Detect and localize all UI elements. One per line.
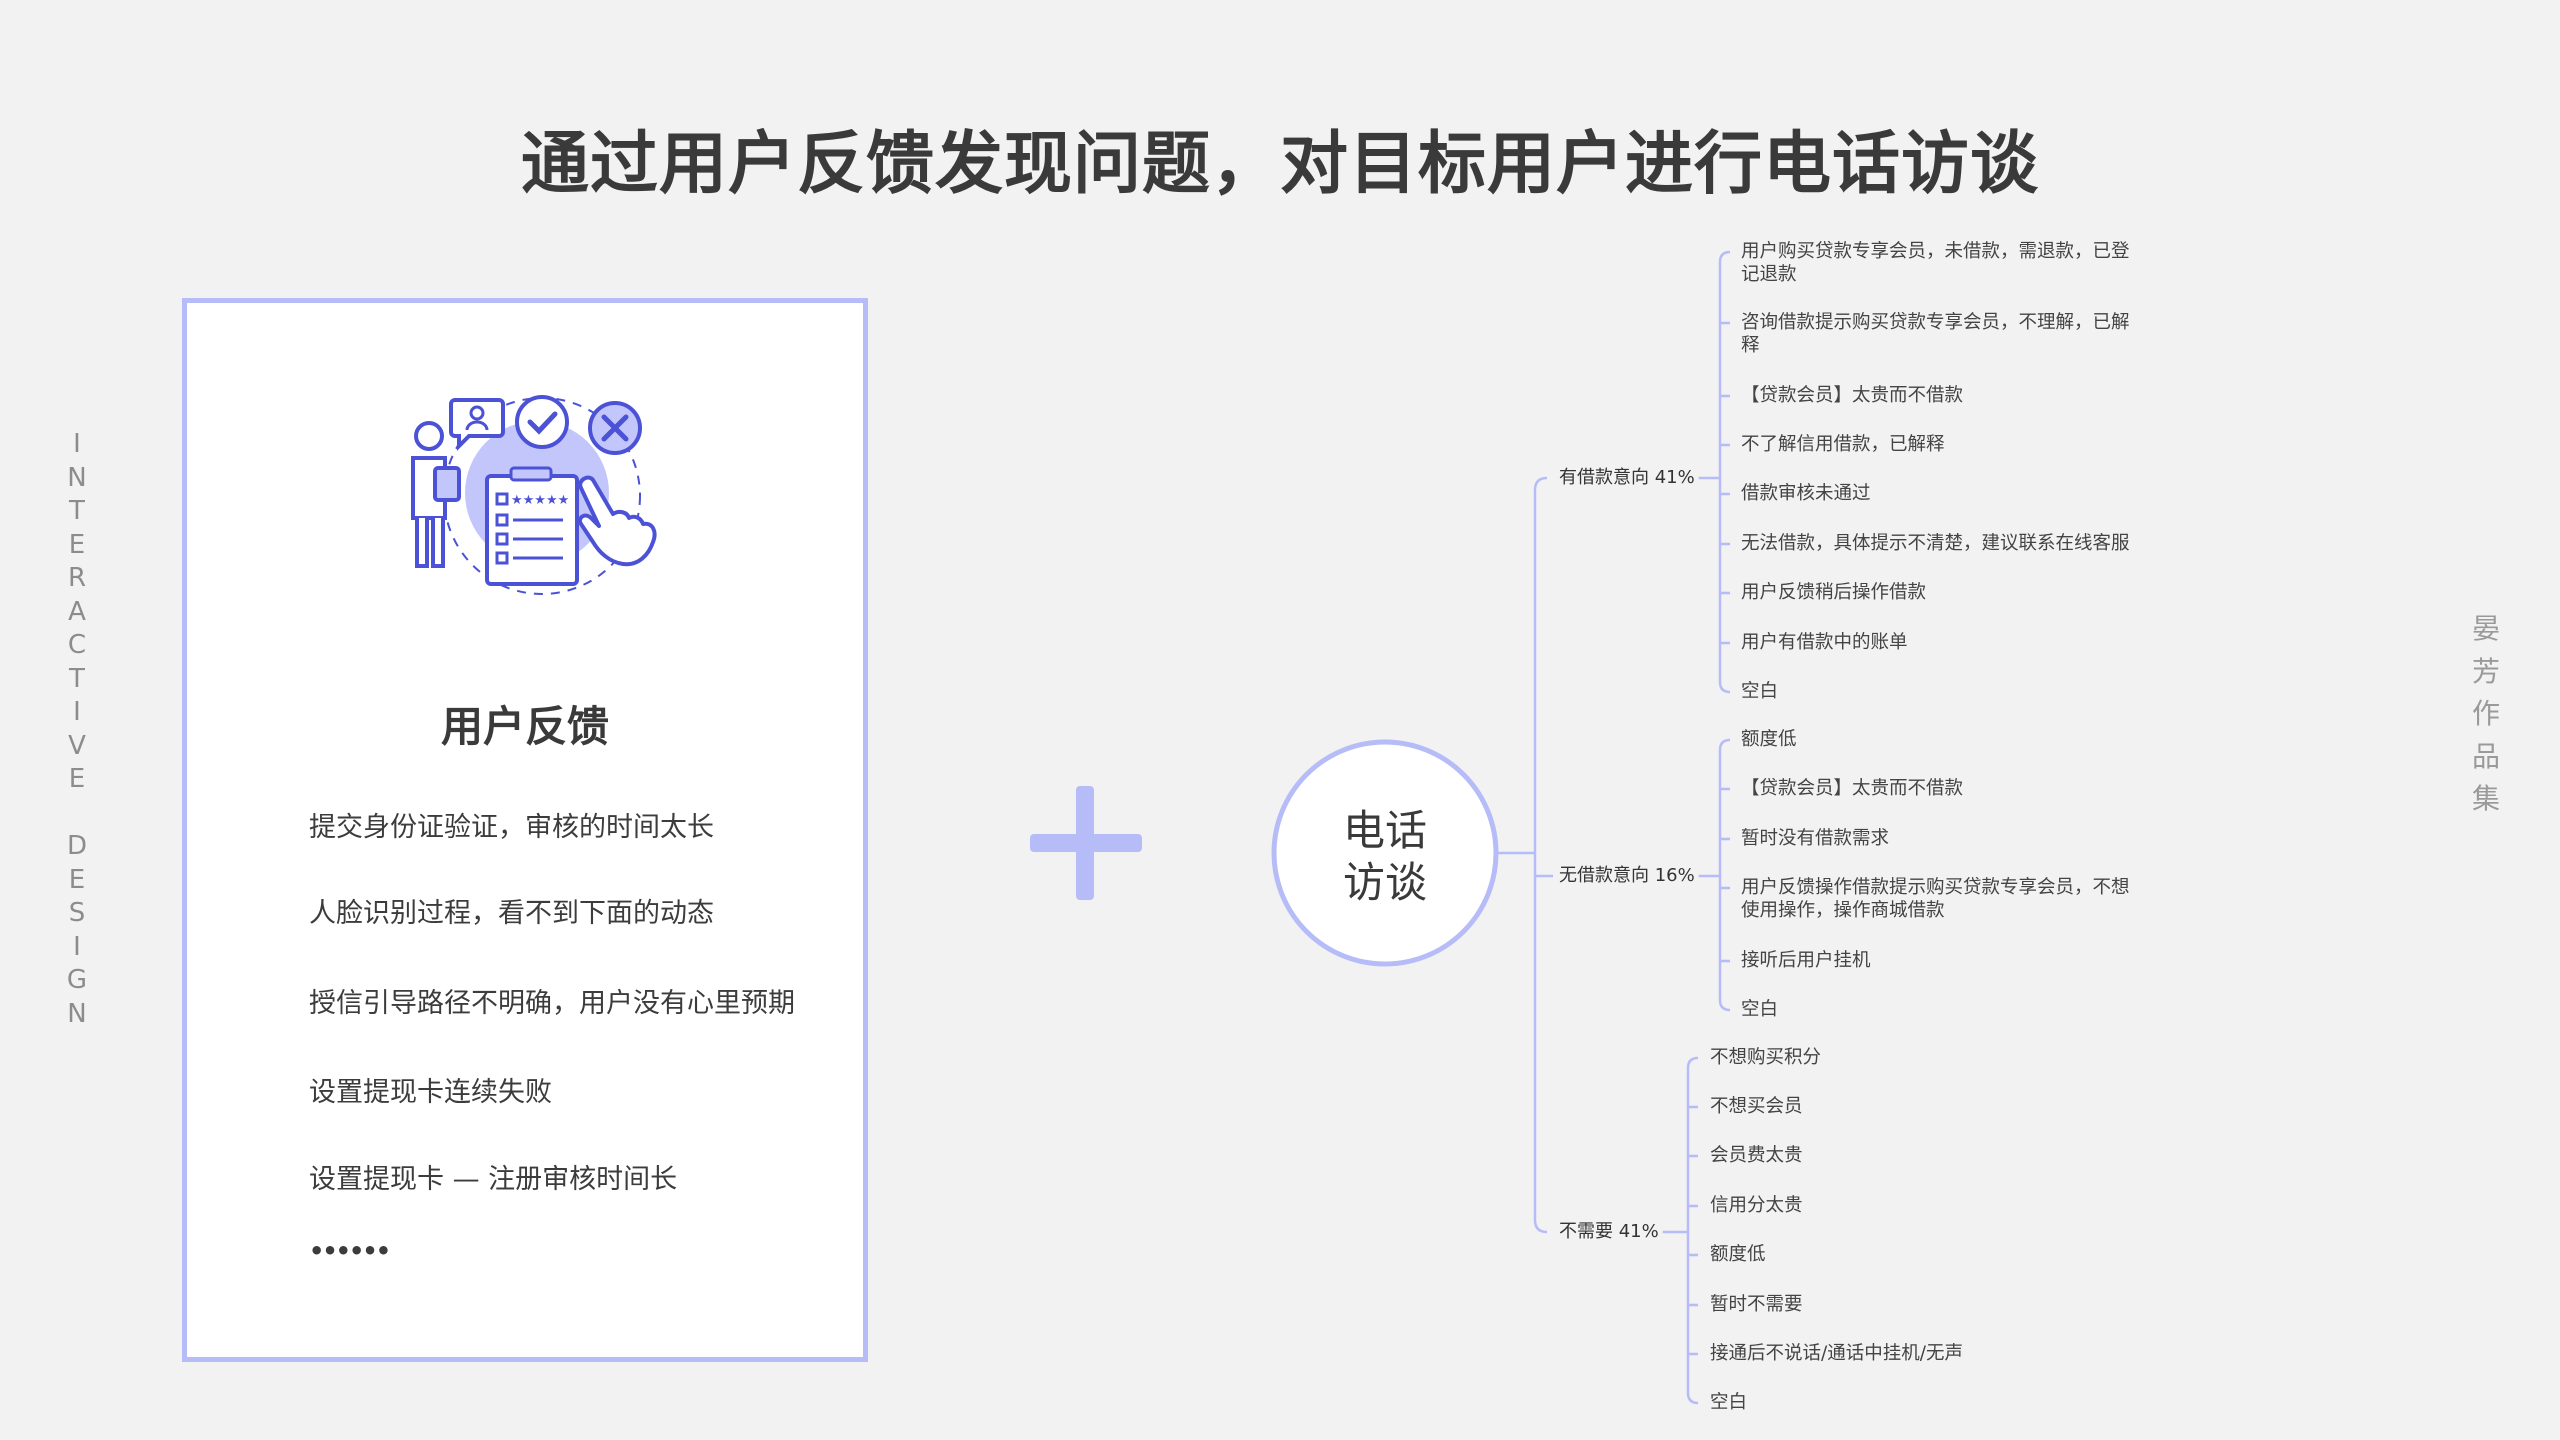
author-signature: 晏芳作品集 bbox=[2468, 608, 2504, 821]
center-node: 电话 访谈 bbox=[1273, 745, 1497, 969]
side-vertical-char: I bbox=[73, 931, 81, 962]
feedback-item: 授信引导路径不明确，用户没有心里预期 bbox=[309, 988, 795, 1019]
card-title: 用户反馈 bbox=[440, 702, 609, 751]
mindmap-leaf: 空白 bbox=[1710, 1392, 1748, 1413]
mindmap-leaf: 【贷款会员】太贵而不借款 bbox=[1741, 385, 1964, 406]
plus-icon bbox=[1030, 786, 1142, 900]
mindmap-leaf: 不了解信用借款，已解释 bbox=[1741, 434, 1945, 455]
center-node-line-2: 访谈 bbox=[1342, 858, 1427, 907]
feedback-illustration-icon: ★★★★★ bbox=[411, 395, 657, 595]
mindmap-leaf: 会员费太贵 bbox=[1710, 1145, 1803, 1166]
center-node-circle bbox=[1271, 739, 1499, 967]
side-vertical-char: E bbox=[68, 529, 86, 560]
feedback-item: 人脸识别过程，看不到下面的动态 bbox=[309, 898, 714, 929]
side-vertical-char: T bbox=[69, 663, 85, 694]
mindmap-branch-label: 有借款意向 41% bbox=[1559, 467, 1695, 488]
mindmap-connector bbox=[1533, 476, 1548, 1234]
author-char: 芳 bbox=[2471, 654, 2500, 688]
feedback-item-ellipsis: •••••• bbox=[309, 1237, 391, 1265]
side-vertical-char: S bbox=[68, 898, 86, 928]
mindmap-leaf: 咨询借款提示购买贷款专享会员，不理解，已解释 bbox=[1741, 312, 2130, 356]
mindmap-leaf: 无法借款，具体提示不清楚，建议联系在线客服 bbox=[1741, 533, 2130, 554]
side-vertical-char: N bbox=[67, 462, 87, 493]
mindmap-connector bbox=[1718, 250, 1731, 694]
mindmap-leaf: 【贷款会员】太贵而不借款 bbox=[1741, 778, 1964, 799]
mindmap-connector bbox=[1718, 738, 1731, 1012]
mindmap-leaf: 用户购买贷款专享会员，未借款，需退款，已登记退款 bbox=[1741, 241, 2130, 285]
mindmap-leaf: 暂时没有借款需求 bbox=[1741, 828, 1890, 849]
author-char: 集 bbox=[2471, 782, 2500, 815]
author-char: 作 bbox=[2471, 697, 2500, 730]
mindmap-leaf: 借款审核未通过 bbox=[1741, 483, 1871, 504]
mindmap-leaf: 用户有借款中的账单 bbox=[1741, 632, 1908, 653]
mindmap-leaf: 空白 bbox=[1741, 999, 1779, 1020]
side-vertical-char: I bbox=[73, 697, 81, 727]
author-char: 晏 bbox=[2471, 612, 2500, 645]
mindmap-leaf: 接通后不说话/通话中挂机/无声 bbox=[1710, 1343, 1963, 1364]
mindmap-branch-label: 无借款意向 16% bbox=[1559, 865, 1695, 886]
side-vertical-char: T bbox=[69, 496, 85, 526]
mindmap-leaf: 额度低 bbox=[1741, 729, 1797, 750]
mindmap-leaf: 不想购买积分 bbox=[1710, 1047, 1822, 1068]
mindmap-leaf: 空白 bbox=[1741, 681, 1779, 702]
feedback-item: 提交身份证验证，审核的时间太长 bbox=[309, 812, 714, 843]
side-vertical-char: D bbox=[66, 831, 88, 861]
side-vertical-char: R bbox=[67, 563, 87, 593]
side-vertical-char: A bbox=[68, 596, 86, 627]
feedback-item: 设置提现卡 — 注册审核时间长 bbox=[309, 1164, 678, 1195]
mindmap-leaf: 接听后用户挂机 bbox=[1741, 950, 1871, 971]
mindmap-connector bbox=[1686, 1056, 1699, 1405]
author-char: 品 bbox=[2471, 739, 2500, 773]
feedback-item: 设置提现卡连续失败 bbox=[309, 1077, 552, 1108]
page-title: 通过用户反馈发现问题，对目标用户进行电话访谈 bbox=[520, 125, 2039, 204]
mindmap-leaf: 不想买会员 bbox=[1710, 1096, 1803, 1117]
mindmap-leaf: 额度低 bbox=[1710, 1244, 1766, 1265]
side-vertical-char: V bbox=[68, 730, 86, 761]
side-vertical-char: G bbox=[66, 965, 88, 995]
mindmap-leaf: 信用分太贵 bbox=[1710, 1195, 1803, 1216]
side-vertical-char: E bbox=[68, 764, 86, 794]
side-vertical-char: N bbox=[67, 998, 87, 1029]
svg-text:★★★★★: ★★★★★ bbox=[511, 493, 569, 508]
mindmap-leaf: 用户反馈操作借款提示购买贷款专享会员，不想使用操作，操作商城借款 bbox=[1741, 877, 2130, 921]
mindmap-leaf: 用户反馈稍后操作借款 bbox=[1741, 582, 1927, 603]
center-node-line-1: 电话 bbox=[1342, 806, 1427, 855]
side-vertical-char: C bbox=[67, 630, 87, 660]
side-vertical-char: E bbox=[68, 864, 86, 895]
feedback-card: ★★★★★ 用户反馈 提交身份证验证，审核的时间太长 人脸识别过程，看不到下面的… bbox=[182, 298, 868, 1362]
mindmap-branch-label: 不需要 41% bbox=[1559, 1221, 1659, 1242]
side-vertical-char: I bbox=[73, 429, 81, 459]
mindmap-leaf: 暂时不需要 bbox=[1710, 1294, 1803, 1315]
